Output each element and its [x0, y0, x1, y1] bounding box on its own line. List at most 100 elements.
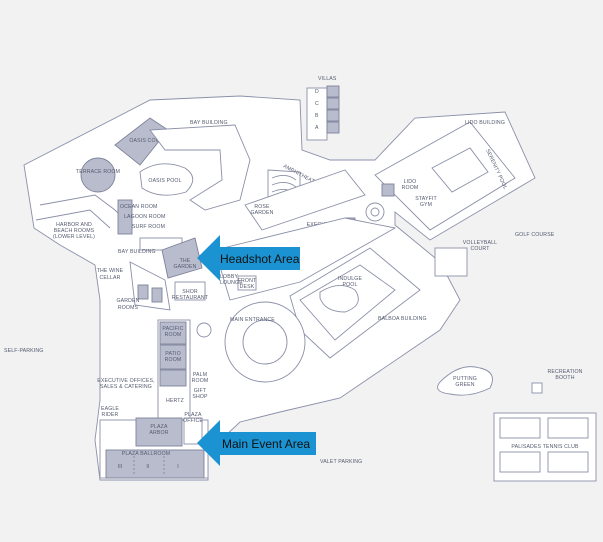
- volleyball-court-label: VOLLEYBALL: [463, 240, 497, 246]
- shor-restaurant-label-2: RESTAURANT: [172, 295, 209, 301]
- headshot-area-label: Headshot Area: [220, 252, 300, 266]
- ocean-lagoon-rooms: [117, 199, 133, 235]
- plaza-office-label-2: OFFICE: [183, 418, 203, 424]
- lido-building-label: LIDO BUILDING: [465, 120, 505, 126]
- executive-offices-label: EXECUTIVE OFFICES,: [97, 378, 154, 384]
- tennis-court-3: [499, 451, 541, 473]
- tennis-court-1: [499, 417, 541, 439]
- shor-restaurant-label: SHOR: [182, 289, 198, 295]
- west-wing-edge-inner: [35, 209, 111, 229]
- harbor-beach-rooms-label: HARBOR AND: [56, 222, 92, 228]
- garden-rooms-label: GARDEN: [116, 298, 139, 304]
- small-roundabout: [196, 322, 212, 338]
- indulge-pool: [319, 285, 359, 313]
- golf-course-label: GOLF COURSE: [515, 232, 555, 238]
- plaza-office: [183, 417, 203, 445]
- oasis-court-label: OASIS COURT: [129, 138, 167, 144]
- recreation-booth-label-2: BOOTH: [555, 375, 574, 381]
- tennis-court-4: [547, 451, 589, 473]
- villas-label: VILLAS: [318, 76, 337, 82]
- stayfit-gym-label-2: GYM: [420, 202, 432, 208]
- garden-room-2: [151, 287, 163, 303]
- main-event-area-label: Main Event Area: [222, 437, 310, 451]
- surf-room-label: SURF ROOM: [132, 224, 165, 230]
- patio-room-label-2: ROOM: [165, 357, 182, 363]
- oasis-pool: [139, 163, 194, 196]
- volleyball-court: [434, 247, 468, 277]
- villa-b-label: B: [315, 113, 319, 119]
- villa-d: [326, 85, 340, 98]
- lido-roundabout-inner: [370, 207, 380, 217]
- shor-restaurant: [174, 281, 206, 301]
- putting-green: [437, 366, 493, 396]
- putting-green-label-2: GREEN: [455, 382, 474, 388]
- oasis-pool-label: OASIS POOL: [148, 178, 181, 184]
- headshot-area-arrow: [197, 235, 300, 281]
- ballroom-i-label: I: [177, 464, 179, 470]
- lido-room-label-2: ROOM: [402, 185, 419, 191]
- executive-offices-label-2: SALES & CATERING: [100, 384, 152, 390]
- plaza-arbor-label: PLAZA: [150, 424, 168, 430]
- tennis-court-2: [547, 417, 589, 439]
- headshot-area-callout: Headshot Area: [197, 235, 300, 281]
- ballroom-iii-label: III: [118, 464, 123, 470]
- wine-cellar-room: [137, 284, 149, 300]
- rose-garden-label: ROSE: [254, 204, 270, 210]
- ocean-room-label: OCEAN ROOM: [120, 204, 158, 210]
- rose-garden-label-2: GARDEN: [250, 210, 273, 216]
- terrace-room-label: TERRACE ROOM: [76, 169, 120, 175]
- plaza-ballroom-label: PLAZA BALLROOM: [122, 451, 171, 457]
- bay-building-mid-label: BAY BUILDING: [118, 249, 156, 255]
- villa-d-label: D: [315, 89, 319, 95]
- pacific-room: [159, 321, 187, 345]
- lobby-lounge-label-2: LOUNGE: [220, 280, 243, 286]
- wine-cellar-label-2: CELLAR: [99, 275, 120, 281]
- indulge-pool-label-2: POOL: [342, 282, 357, 288]
- eagle-rider-label: EAGLE: [101, 406, 119, 412]
- palisades-tennis-club-label: PALISADES TENNIS CLUB: [511, 444, 579, 450]
- patio-room-label: PATIO: [165, 351, 181, 357]
- wine-cellar-label: THE WINE: [97, 268, 124, 274]
- lido-room: [381, 183, 395, 197]
- serenity-pool: [431, 147, 489, 193]
- terrace-room: [80, 157, 116, 193]
- balboa-building-label: BALBOA BUILDING: [378, 316, 427, 322]
- villa-a: [326, 121, 340, 134]
- lido-room-label: LIDO: [404, 179, 417, 185]
- villa-a-label: A: [315, 125, 319, 131]
- self-parking-label: SELF-PARKING: [4, 348, 43, 354]
- palm-room-label-2: ROOM: [192, 378, 209, 384]
- indulge-pool-label: INDULGE: [338, 276, 363, 282]
- harbor-beach-rooms-label-2: BEACH ROOMS: [54, 228, 95, 234]
- the-garden-label-2: GARDEN: [173, 264, 196, 270]
- lagoon-room-label: LAGOON ROOM: [124, 214, 165, 220]
- valet-parking-label: VALET PARKING: [320, 459, 362, 465]
- main-entrance-island: [242, 319, 288, 365]
- pacific-room-label-2: ROOM: [165, 332, 182, 338]
- volleyball-court-label-2: COURT: [470, 246, 490, 252]
- main-entrance-label: MAIN ENTRANCE: [230, 317, 275, 323]
- gift-shop-label: GIFT: [194, 388, 207, 394]
- bay-building-top-label: BAY BUILDING: [190, 120, 228, 126]
- the-garden: [161, 237, 203, 279]
- eagle-rider-label-2: RIDER: [102, 412, 119, 418]
- plaza-arbor-label-2: ARBOR: [149, 430, 168, 436]
- front-desk-label-2: DESK: [240, 284, 255, 290]
- front-desk: [237, 275, 257, 291]
- bay-building-top: [149, 124, 251, 211]
- main-event-area-arrow: [197, 420, 316, 466]
- pacific-room-label: PACIFIC: [162, 326, 183, 332]
- palm-room: [159, 369, 187, 387]
- hertz-label: HERTZ: [166, 398, 184, 404]
- front-desk-label: FRONT: [238, 278, 257, 284]
- patio-room: [159, 344, 187, 370]
- recreation-booth-label: RECREATION: [547, 369, 582, 375]
- recreation-booth: [531, 382, 543, 394]
- palm-room-label: PALM: [193, 372, 207, 378]
- lobby-band: [214, 217, 397, 301]
- gift-shop-label-2: SHOP: [192, 394, 208, 400]
- garden-rooms-label-2: ROOMS: [118, 305, 139, 311]
- putting-green-label: PUTTING: [453, 376, 477, 382]
- the-garden-label: THE: [180, 258, 191, 264]
